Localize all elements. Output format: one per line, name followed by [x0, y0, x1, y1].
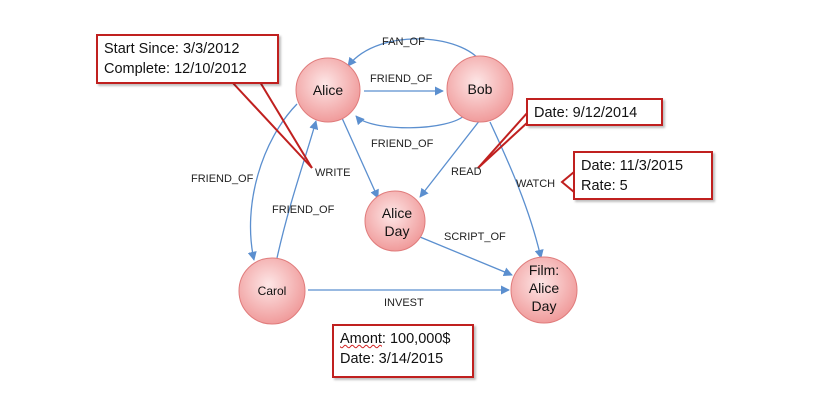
read-callout-line1: Date: 9/12/2014	[534, 105, 638, 121]
edge-friend-of-bob-alice	[355, 113, 467, 129]
watch-callout-line1: Date: 11/3/2015	[581, 158, 684, 174]
edge-label-fan-of: FAN_OF	[382, 36, 425, 48]
nodes: Alice Bob Alice Day Carol Film: Alice Da…	[238, 55, 578, 325]
node-film-label-line1: Film:	[529, 262, 559, 278]
edge-watch	[489, 121, 544, 259]
edge-labels: FAN_OF FRIEND_OF FRIEND_OF FRIEND_OF FRI…	[191, 36, 555, 309]
invest-callout-line1: Amont: 100,000$	[340, 329, 466, 349]
write-callout: Start Since: 3/3/2012 Complete: 12/10/20…	[96, 34, 279, 84]
read-callout-pointer	[477, 111, 529, 169]
watch-callout-pointer	[560, 171, 575, 193]
edge-script-of	[419, 236, 513, 277]
edge-label-watch: WATCH	[516, 178, 555, 190]
invest-callout-amount: : 100,000$	[381, 331, 451, 347]
node-alice-day-label-line1: Alice	[382, 205, 413, 221]
edge-friend-of-carol-alice	[276, 120, 319, 259]
node-film-label-line3: Day	[532, 298, 557, 314]
node-alice[interactable]: Alice	[295, 57, 361, 123]
write-callout-pointer	[231, 81, 313, 169]
edge-label-script-of: SCRIPT_OF	[444, 231, 506, 243]
watch-callout: Date: 11/3/2015 Rate: 5	[573, 151, 713, 200]
edge-label-read: READ	[451, 166, 482, 178]
node-bob-label: Bob	[468, 81, 493, 97]
node-bob[interactable]: Bob	[446, 55, 514, 123]
edge-write	[341, 117, 379, 199]
edge-label-invest: INVEST	[384, 297, 424, 309]
edge-label-friend-of-carol-alice: FRIEND_OF	[272, 204, 335, 216]
node-film-label-line2: Alice	[529, 280, 560, 296]
read-callout: Date: 9/12/2014	[526, 98, 663, 126]
node-film[interactable]: Film: Alice Day	[510, 256, 578, 324]
write-callout-line2: Complete: 12/10/2012	[104, 61, 247, 77]
edge-read	[419, 119, 481, 198]
invest-callout-line2: Date: 3/14/2015	[340, 351, 444, 367]
node-carol[interactable]: Carol	[238, 257, 306, 325]
node-alice-label: Alice	[313, 82, 344, 98]
edge-label-friend-of-alice-bob: FRIEND_OF	[370, 73, 433, 85]
edge-label-friend-of-bob-alice: FRIEND_OF	[371, 138, 434, 150]
edge-label-write: WRITE	[315, 167, 350, 179]
write-callout-pointer-2	[259, 81, 313, 169]
read-callout-pointer-2	[477, 121, 529, 169]
write-callout-line1: Start Since: 3/3/2012	[104, 41, 240, 57]
node-alice-day-label-line2: Day	[385, 223, 410, 239]
watch-callout-line2: Rate: 5	[581, 178, 628, 194]
edge-friend-of-alice-carol	[247, 103, 298, 261]
node-carol-label: Carol	[258, 284, 287, 298]
invest-callout-amont-word: Amont	[340, 331, 382, 347]
edges	[247, 38, 544, 295]
edge-label-friend-of-alice-carol: FRIEND_OF	[191, 173, 254, 185]
callout-pointers	[231, 81, 575, 193]
invest-callout: Amont: 100,000$ Date: 3/14/2015	[332, 324, 474, 378]
node-alice-day[interactable]: Alice Day	[364, 190, 426, 252]
